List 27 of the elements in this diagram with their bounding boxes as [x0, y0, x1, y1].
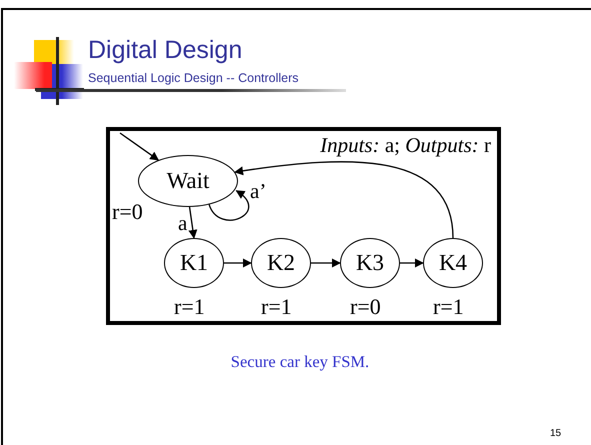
arrow: [120, 132, 160, 161]
arrow: [400, 258, 424, 268]
state-ellipse: [423, 238, 483, 288]
output-value: r=0: [112, 199, 143, 225]
state-name: K1: [180, 250, 208, 276]
io-note: Inputs: a; Outputs: r: [320, 133, 491, 158]
arrow: [208, 190, 250, 221]
output-value: r=0: [350, 294, 381, 320]
state-ellipse: [251, 238, 311, 288]
output-value: r=1: [433, 294, 464, 320]
state-name: K4: [438, 250, 468, 276]
arrow: [311, 258, 341, 268]
state-ellipse: [340, 238, 400, 288]
slide-subtitle: Sequential Logic Design -- Controllers: [88, 71, 299, 85]
diagram-frame: [106, 127, 501, 325]
arrow: [224, 258, 252, 268]
state-name: Wait: [166, 168, 210, 194]
arrow: [234, 161, 454, 238]
caption: Secure car key FSM.: [230, 352, 370, 372]
output-value: r=1: [174, 294, 205, 320]
output-value: r=1: [261, 294, 292, 320]
state-ellipse: [164, 238, 224, 288]
state-name: K3: [356, 250, 384, 276]
slide-title: Digital Design: [88, 36, 242, 65]
arrow: [188, 206, 198, 239]
page-number: 15: [550, 428, 562, 439]
state-name: K2: [266, 250, 296, 276]
